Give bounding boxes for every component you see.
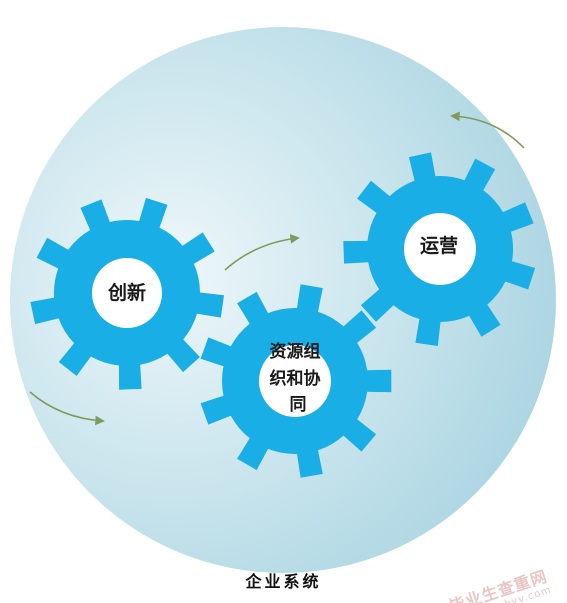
gear-hub-operations	[404, 213, 476, 285]
gear-hub-resources	[259, 345, 331, 417]
gear-label-resources: 资源组 织和协 同	[270, 341, 327, 415]
gear-hub-innovation	[92, 258, 162, 328]
flow-arrow-middle	[224, 234, 300, 271]
gear-label-operations: 运营	[420, 234, 458, 257]
flow-arrow-bottom-left	[29, 391, 105, 426]
gear-operations	[343, 152, 536, 346]
gear-label-innovation: 创新	[107, 281, 146, 304]
gear-resources	[200, 284, 392, 478]
diagram-caption: 企业系统	[245, 572, 322, 591]
flow-arrow-top-right	[450, 111, 525, 149]
gear-innovation	[30, 197, 225, 390]
